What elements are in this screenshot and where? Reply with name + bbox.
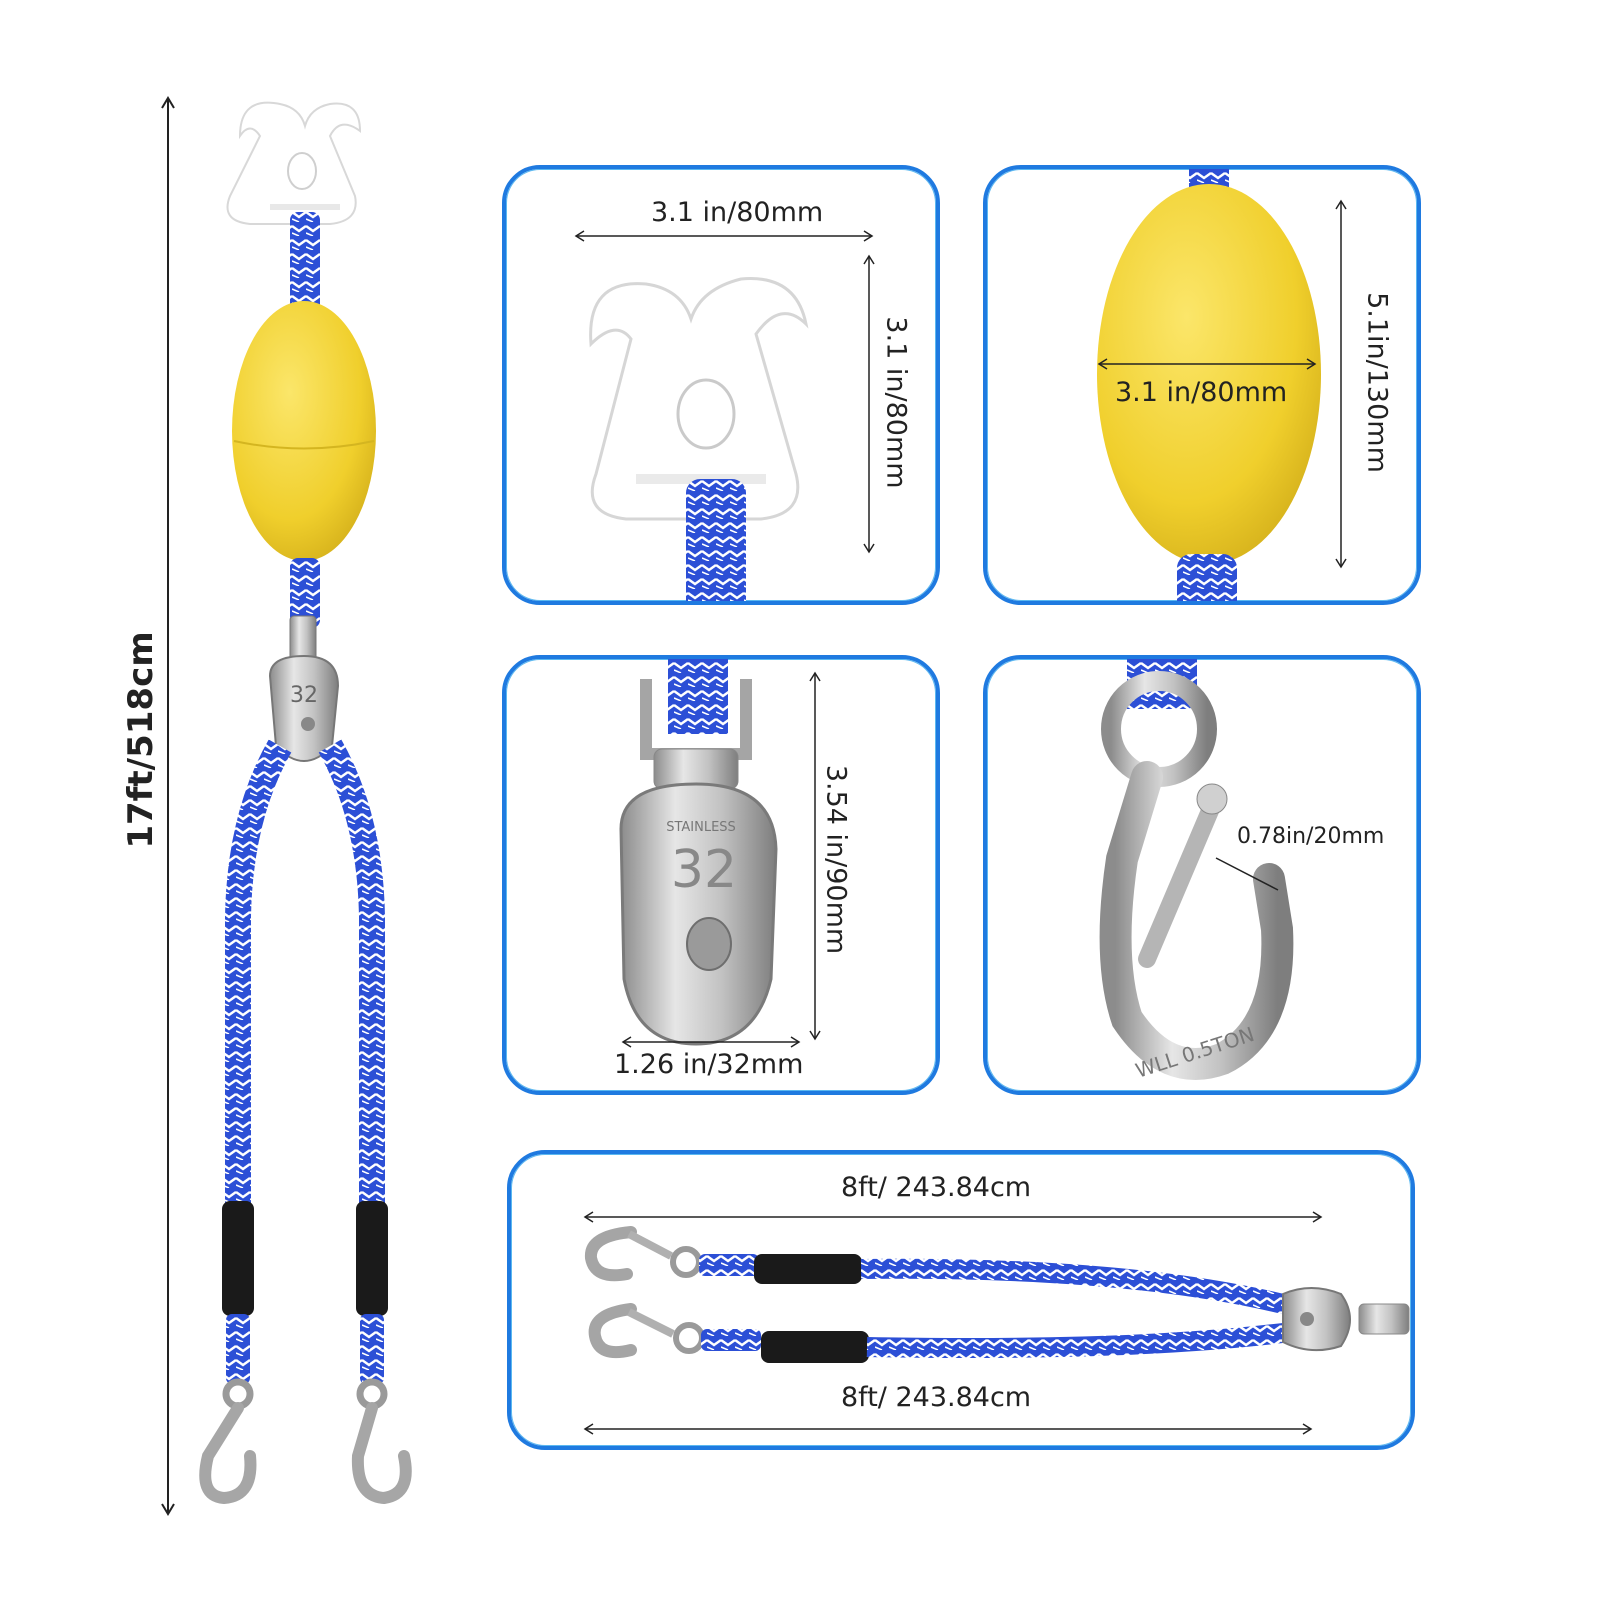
main-pulley-number: 32 [290, 683, 318, 708]
panel-hook-piece: 3.1 in/80mm 3.1 in/80mm [502, 165, 940, 605]
bridle-pulley [1282, 1287, 1410, 1352]
hook-piece-image [589, 277, 809, 601]
snap-hook-left [199, 1378, 257, 1505]
pulley-width-label: 1.26 in/32mm [614, 1049, 804, 1080]
bridle-hook-top [585, 1226, 702, 1282]
snap-hook-right [351, 1378, 412, 1505]
t-hook-piece [226, 101, 362, 225]
panel-pulley: STAINLESS 32 3.54 in/90mm 1.26 in/32mm [502, 655, 940, 1095]
total-length-label: 17ft/518cm [121, 631, 161, 849]
float-height-label: 5.1in/130mm [1361, 292, 1393, 473]
snap-hook-image: WLL 0.5TON [1099, 659, 1294, 1083]
pulley-width-arrow [621, 1036, 801, 1048]
hook-piece-height-arrow [863, 254, 875, 554]
bridle-image [585, 1226, 1410, 1363]
float-height-arrow [1335, 199, 1347, 569]
hook-piece-height-label: 3.1 in/80mm [880, 316, 912, 489]
panel-bridle: 8ft/ 243.84cm 8ft/ 243.84cm [507, 1150, 1415, 1450]
black-sleeve-left [222, 1201, 254, 1316]
snap-hook-gap-label: 0.78in/20mm [1237, 824, 1385, 849]
rope-leg-right [318, 739, 385, 1211]
rope-top [290, 212, 320, 312]
bridle-sleeve-bottom [761, 1331, 869, 1363]
main-pulley: 32 [268, 615, 340, 762]
pulley-stamp-number: 32 [671, 840, 737, 900]
hook-piece-width-arrow [574, 230, 874, 242]
pulley-height-label: 3.54 in/90mm [820, 764, 852, 955]
pulley-stamp-text: STAINLESS [666, 820, 736, 835]
bridle-bottom-arrow [583, 1423, 1313, 1435]
pulley-image: STAINLESS 32 [619, 659, 778, 1046]
pulley-height-arrow [809, 671, 821, 1041]
snap-hook-gap-arrow [1215, 857, 1279, 891]
rope-mid [290, 558, 320, 628]
bridle-top-label: 8ft/ 243.84cm [841, 1172, 1032, 1203]
total-length-arrow [161, 96, 175, 1516]
panel-snap-hook: WLL 0.5TON 0.78in/20mm [983, 655, 1421, 1095]
hook-piece-width-label: 3.1 in/80mm [651, 197, 824, 228]
bridle-top-arrow [583, 1211, 1323, 1223]
bridle-sleeve-top [754, 1254, 862, 1284]
bridle-bottom-label: 8ft/ 243.84cm [841, 1382, 1032, 1413]
float-width-label: 3.1 in/80mm [1115, 377, 1288, 408]
float-width-arrow [1097, 358, 1317, 370]
yellow-float [232, 301, 376, 561]
panel-float: 3.1 in/80mm 5.1in/130mm [983, 165, 1421, 605]
harness-assembly: 32 [199, 101, 412, 1505]
rope-leg-left [225, 739, 292, 1211]
black-sleeve-right [356, 1201, 388, 1316]
float-image [1097, 169, 1321, 601]
bridle-hook-bottom [588, 1303, 705, 1359]
